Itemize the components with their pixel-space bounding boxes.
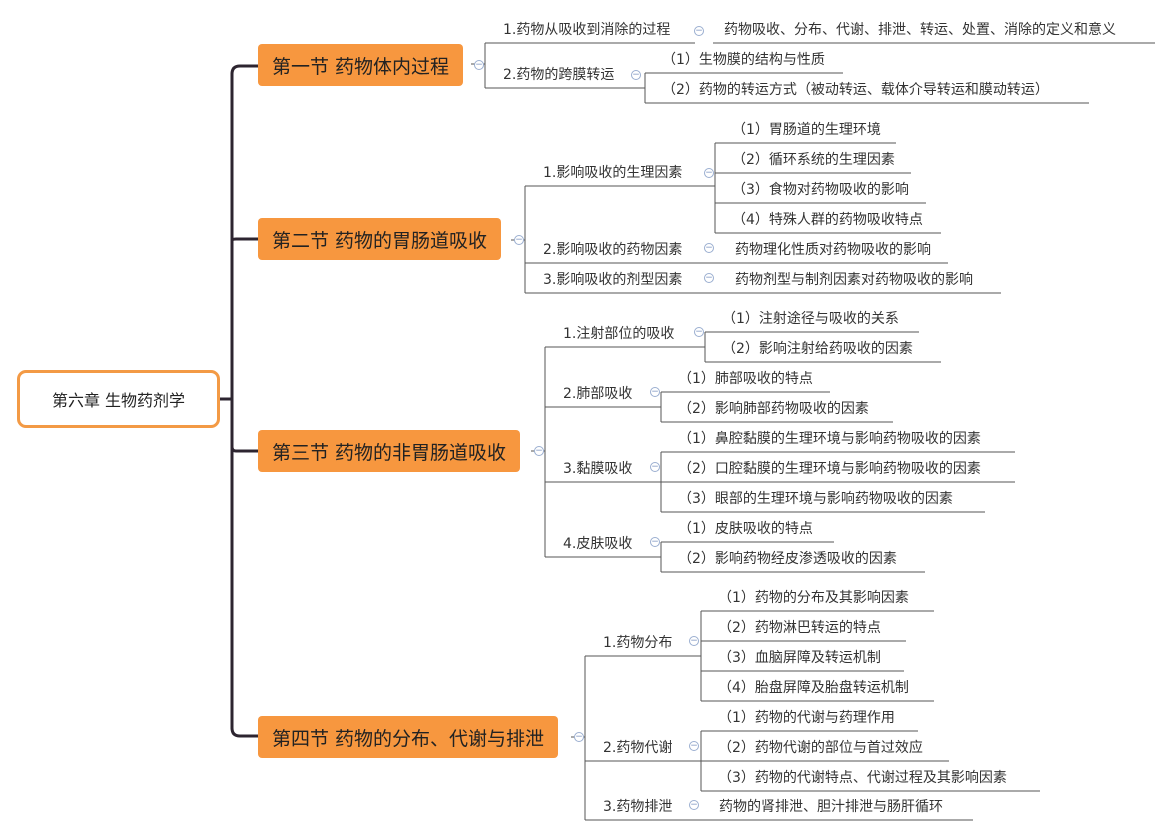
subtopic-node[interactable]: （1）胃肠道的生理环境 <box>732 122 881 138</box>
collapse-minus-icon[interactable]: − <box>574 732 584 742</box>
collapse-glyph: − <box>575 731 583 742</box>
topic-node[interactable]: 1.药物从吸收到消除的过程 <box>503 22 671 38</box>
subtopic-node[interactable]: （2）口腔黏膜的生理环境与影响药物吸收的因素 <box>678 461 981 477</box>
collapse-minus-icon[interactable]: − <box>704 273 714 283</box>
topic-node[interactable]: 2.肺部吸收 <box>563 386 633 402</box>
collapse-glyph: − <box>535 445 543 456</box>
topic-node[interactable]: 1.影响吸收的生理因素 <box>543 165 683 181</box>
topic-node[interactable]: 1.注射部位的吸收 <box>563 326 675 342</box>
topic-node[interactable]: 2.药物代谢 <box>603 740 673 756</box>
subtopic-node[interactable]: （2）药物淋巴转运的特点 <box>718 620 881 636</box>
collapse-minus-icon[interactable]: − <box>689 636 699 646</box>
topic-node[interactable]: 2.药物的跨膜转运 <box>503 67 615 83</box>
collapse-glyph: − <box>690 740 698 751</box>
section-4-node[interactable]: 第四节 药物的分布、代谢与排泄 <box>258 716 559 758</box>
topic-node[interactable]: 2.影响吸收的药物因素 <box>543 242 683 258</box>
collapse-minus-icon[interactable]: − <box>650 537 660 547</box>
collapse-glyph: − <box>695 25 703 36</box>
subtopic-node[interactable]: （3）食物对药物吸收的影响 <box>732 182 909 198</box>
subtopic-node[interactable]: （2）影响注射给药吸收的因素 <box>722 341 913 357</box>
subtopic-node[interactable]: 药物的肾排泄、胆汁排泄与肠肝循环 <box>719 799 943 815</box>
subtopic-node[interactable]: （1）鼻腔黏膜的生理环境与影响药物吸收的因素 <box>678 431 981 447</box>
collapse-minus-icon[interactable]: − <box>474 60 484 70</box>
collapse-glyph: − <box>690 635 698 646</box>
collapse-minus-icon[interactable]: − <box>689 800 699 810</box>
collapse-glyph: − <box>690 799 698 810</box>
subtopic-node[interactable]: （2）循环系统的生理因素 <box>732 152 895 168</box>
collapse-glyph: − <box>705 272 713 283</box>
collapse-minus-icon[interactable]: − <box>704 243 714 253</box>
subtopic-node[interactable]: 药物理化性质对药物吸收的影响 <box>735 242 931 258</box>
subtopic-node[interactable]: （1）注射途径与吸收的关系 <box>722 311 899 327</box>
collapse-glyph: − <box>632 69 640 80</box>
collapse-glyph: − <box>705 242 713 253</box>
subtopic-node[interactable]: （3）眼部的生理环境与影响药物吸收的因素 <box>678 491 953 507</box>
subtopic-node[interactable]: （1）生物膜的结构与性质 <box>662 52 825 68</box>
subtopic-node[interactable]: （3）药物的代谢特点、代谢过程及其影响因素 <box>718 770 1007 786</box>
collapse-glyph: − <box>515 234 523 245</box>
subtopic-node[interactable]: （2）影响药物经皮渗透吸收的因素 <box>678 551 897 567</box>
collapse-minus-icon[interactable]: − <box>704 168 714 178</box>
collapse-minus-icon[interactable]: − <box>650 462 660 472</box>
subtopic-node[interactable]: 药物吸收、分布、代谢、排泄、转运、处置、消除的定义和意义 <box>724 22 1116 38</box>
collapse-glyph: − <box>705 167 713 178</box>
subtopic-node[interactable]: （4）胎盘屏障及胎盘转运机制 <box>718 680 909 696</box>
root-node[interactable]: 第六章 生物药剂学 <box>17 370 220 428</box>
section-1-node[interactable]: 第一节 药物体内过程 <box>258 44 464 86</box>
topic-node[interactable]: 1.药物分布 <box>603 635 673 651</box>
subtopic-node[interactable]: （3）血脑屏障及转运机制 <box>718 650 881 666</box>
subtopic-node[interactable]: （2）药物的转运方式（被动转运、载体介导转运和膜动转运） <box>662 82 1049 98</box>
collapse-glyph: − <box>475 59 483 70</box>
subtopic-node[interactable]: （1）药物的代谢与药理作用 <box>718 710 895 726</box>
subtopic-node[interactable]: （1）药物的分布及其影响因素 <box>718 590 909 606</box>
topic-node[interactable]: 4.皮肤吸收 <box>563 536 633 552</box>
section-3-node[interactable]: 第三节 药物的非胃肠道吸收 <box>258 430 521 472</box>
collapse-minus-icon[interactable]: − <box>631 70 641 80</box>
collapse-minus-icon[interactable]: − <box>694 26 704 36</box>
collapse-glyph: − <box>695 326 703 337</box>
topic-node[interactable]: 3.黏膜吸收 <box>563 461 633 477</box>
collapse-glyph: − <box>651 386 659 397</box>
collapse-minus-icon[interactable]: − <box>650 387 660 397</box>
topic-node[interactable]: 3.影响吸收的剂型因素 <box>543 272 683 288</box>
collapse-minus-icon[interactable]: − <box>689 741 699 751</box>
collapse-glyph: − <box>651 461 659 472</box>
subtopic-node[interactable]: （4）特殊人群的药物吸收特点 <box>732 212 923 228</box>
subtopic-node[interactable]: （2）影响肺部药物吸收的因素 <box>678 401 869 417</box>
collapse-minus-icon[interactable]: − <box>514 235 524 245</box>
subtopic-node[interactable]: （1）肺部吸收的特点 <box>678 371 813 387</box>
subtopic-node[interactable]: （2）药物代谢的部位与首过效应 <box>718 740 923 756</box>
topic-node[interactable]: 3.药物排泄 <box>603 799 673 815</box>
subtopic-node[interactable]: 药物剂型与制剂因素对药物吸收的影响 <box>735 272 973 288</box>
subtopic-node[interactable]: （1）皮肤吸收的特点 <box>678 521 813 537</box>
collapse-minus-icon[interactable]: − <box>694 327 704 337</box>
collapse-minus-icon[interactable]: − <box>534 446 544 456</box>
collapse-glyph: − <box>651 536 659 547</box>
section-2-node[interactable]: 第二节 药物的胃肠道吸收 <box>258 218 502 260</box>
